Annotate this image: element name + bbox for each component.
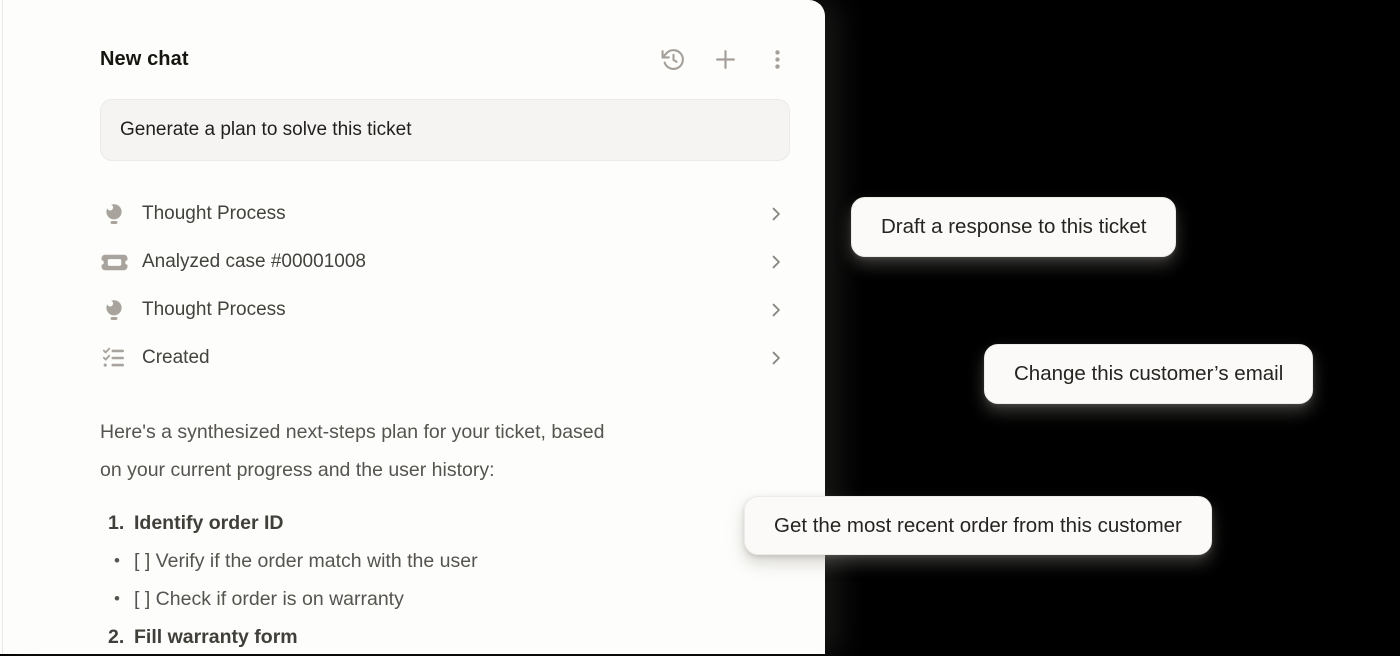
agent-steps-list: Thought Process Analyzed case #00001008 <box>100 190 790 382</box>
step-row-thought-process-1[interactable]: Thought Process <box>100 190 790 238</box>
step-row-thought-process-2[interactable]: Thought Process <box>100 286 790 334</box>
chevron-right-icon <box>766 204 786 224</box>
plan-item-text: [ ] Check if order is on warranty <box>134 588 404 610</box>
plan-intro-line1: Here's a synthesized next-steps plan for… <box>100 421 605 443</box>
case-ticket-icon <box>100 248 128 276</box>
plan-item-text: Fill warranty form <box>134 626 298 648</box>
plan-item-2: 2. Fill warranty form <box>100 618 790 656</box>
plan-intro-text: Here's a synthesized next-steps plan for… <box>100 413 790 489</box>
step-label: Created <box>142 347 210 368</box>
kebab-menu-icon[interactable] <box>765 47 790 72</box>
lightbulb-icon <box>100 296 128 324</box>
chat-panel: New chat <box>0 0 825 654</box>
suggestion-recent-order-button[interactable]: Get the most recent order from this cust… <box>744 496 1212 555</box>
history-icon[interactable] <box>661 47 686 72</box>
plan-item-text: Identify order ID <box>134 512 284 534</box>
bullet-marker: • <box>114 551 120 570</box>
plan-subitem-1: • [ ] Verify if the order match with the… <box>100 542 790 580</box>
chevron-right-icon <box>766 252 786 272</box>
checklist-icon <box>100 344 128 372</box>
chevron-right-icon <box>766 300 786 320</box>
step-label: Thought Process <box>142 203 286 224</box>
lightbulb-icon <box>100 200 128 228</box>
step-row-analyzed-case[interactable]: Analyzed case #00001008 <box>100 238 790 286</box>
plan-intro-line2: on your current progress and the user hi… <box>100 459 495 481</box>
plan-item-text: [ ] Verify if the order match with the u… <box>134 550 478 572</box>
new-chat-plus-icon[interactable] <box>713 47 738 72</box>
chat-title: New chat <box>100 47 189 70</box>
panel-left-divider <box>2 0 3 654</box>
step-row-created[interactable]: Created <box>100 334 790 382</box>
plan-subitem-2: • [ ] Check if order is on warranty <box>100 580 790 618</box>
user-message-text: Generate a plan to solve this ticket <box>120 119 412 140</box>
bullet-marker: • <box>114 589 120 608</box>
step-label: Thought Process <box>142 299 286 320</box>
plan-item-1: 1. Identify order ID <box>100 504 790 542</box>
chat-header: New chat <box>100 44 790 74</box>
chevron-right-icon <box>766 348 786 368</box>
user-message-bubble: Generate a plan to solve this ticket <box>100 99 790 161</box>
list-number: 2. <box>108 626 125 648</box>
suggestion-draft-response-button[interactable]: Draft a response to this ticket <box>851 197 1177 257</box>
suggestion-change-email-button[interactable]: Change this customer’s email <box>984 344 1314 404</box>
list-number: 1. <box>108 512 125 534</box>
step-label: Analyzed case #00001008 <box>142 251 366 272</box>
plan-steps-list: 1. Identify order ID • [ ] Verify if the… <box>100 504 790 656</box>
